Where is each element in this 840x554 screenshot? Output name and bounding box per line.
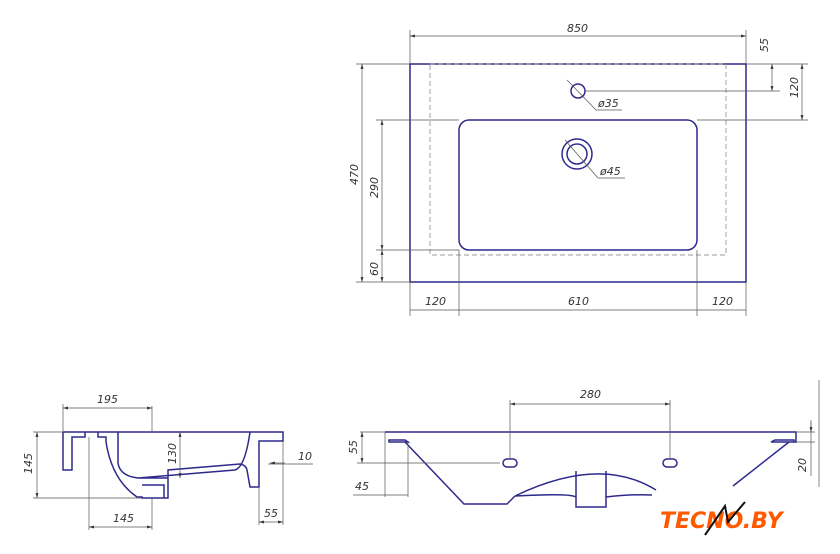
dim-tap-offset: 55	[758, 38, 771, 52]
hidden-edge	[429, 63, 727, 256]
top-view: 850 470 290 60 55 120 120 610 120 ø35 ø4…	[348, 22, 808, 316]
dim-left-margin: 120	[425, 295, 446, 308]
dim-rim-height: 55	[347, 440, 360, 454]
dim-tap-bowl: 120	[788, 77, 801, 98]
tecno-logo: TECNO.BY	[660, 501, 785, 536]
dim-edge-inset: 45	[355, 480, 369, 493]
drain-inner	[566, 143, 588, 165]
dim-hole-spacing: 280	[580, 388, 601, 401]
dim-drain-offset: 145	[113, 512, 134, 525]
dim-bowl-height: 130	[166, 443, 179, 464]
logo-text: TECNO.BY	[660, 509, 785, 534]
dim-width: 850	[567, 22, 588, 35]
dim-bowl-depth: 290	[368, 177, 381, 198]
dim-overflow: 10	[298, 450, 312, 463]
front-view: 280 55 45 20	[347, 380, 820, 508]
drain-outer	[561, 138, 593, 170]
dim-right-margin: 120	[712, 295, 733, 308]
dim-front-edge: 60	[368, 262, 381, 276]
dim-back-edge: 55	[264, 507, 278, 520]
tap-hole-label: ø35	[597, 97, 619, 110]
dim-rim-thickness: 20	[796, 458, 809, 472]
lightning-icon	[704, 501, 746, 536]
bowl-outline	[458, 119, 698, 251]
overflow-slot-left	[502, 458, 518, 468]
overflow-slot-right	[662, 458, 678, 468]
dim-depth: 470	[348, 164, 361, 185]
dim-height: 145	[22, 453, 35, 474]
dim-side-depth: 195	[97, 393, 118, 406]
drain-hole-label: ø45	[599, 165, 621, 178]
side-view: 195 145 130 145 10 55	[22, 393, 313, 530]
dim-bowl-width: 610	[568, 295, 589, 308]
